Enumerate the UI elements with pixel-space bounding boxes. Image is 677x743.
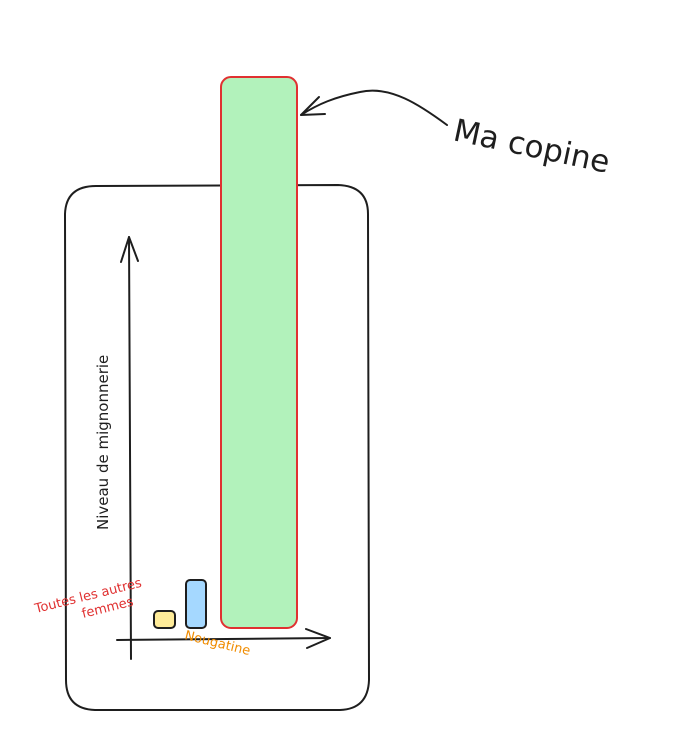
bar-ma-copine [220,76,298,629]
y-axis-label: Niveau de mignonnerie [94,355,112,530]
bar-toutes-les-autres-femmes [153,610,176,629]
chart-frame [63,183,371,711]
x-axis-arrowhead [305,628,331,649]
annotation-arrow [300,89,448,126]
annotation-arrowhead [300,96,326,116]
bar-nougatine [185,579,207,629]
annotation-label-ma-copine: Ma copine [450,113,613,181]
x-axis [116,637,331,641]
y-axis-arrowhead [120,236,139,263]
y-axis [128,236,132,660]
category-label-nougatine: Nougatine [183,628,252,659]
